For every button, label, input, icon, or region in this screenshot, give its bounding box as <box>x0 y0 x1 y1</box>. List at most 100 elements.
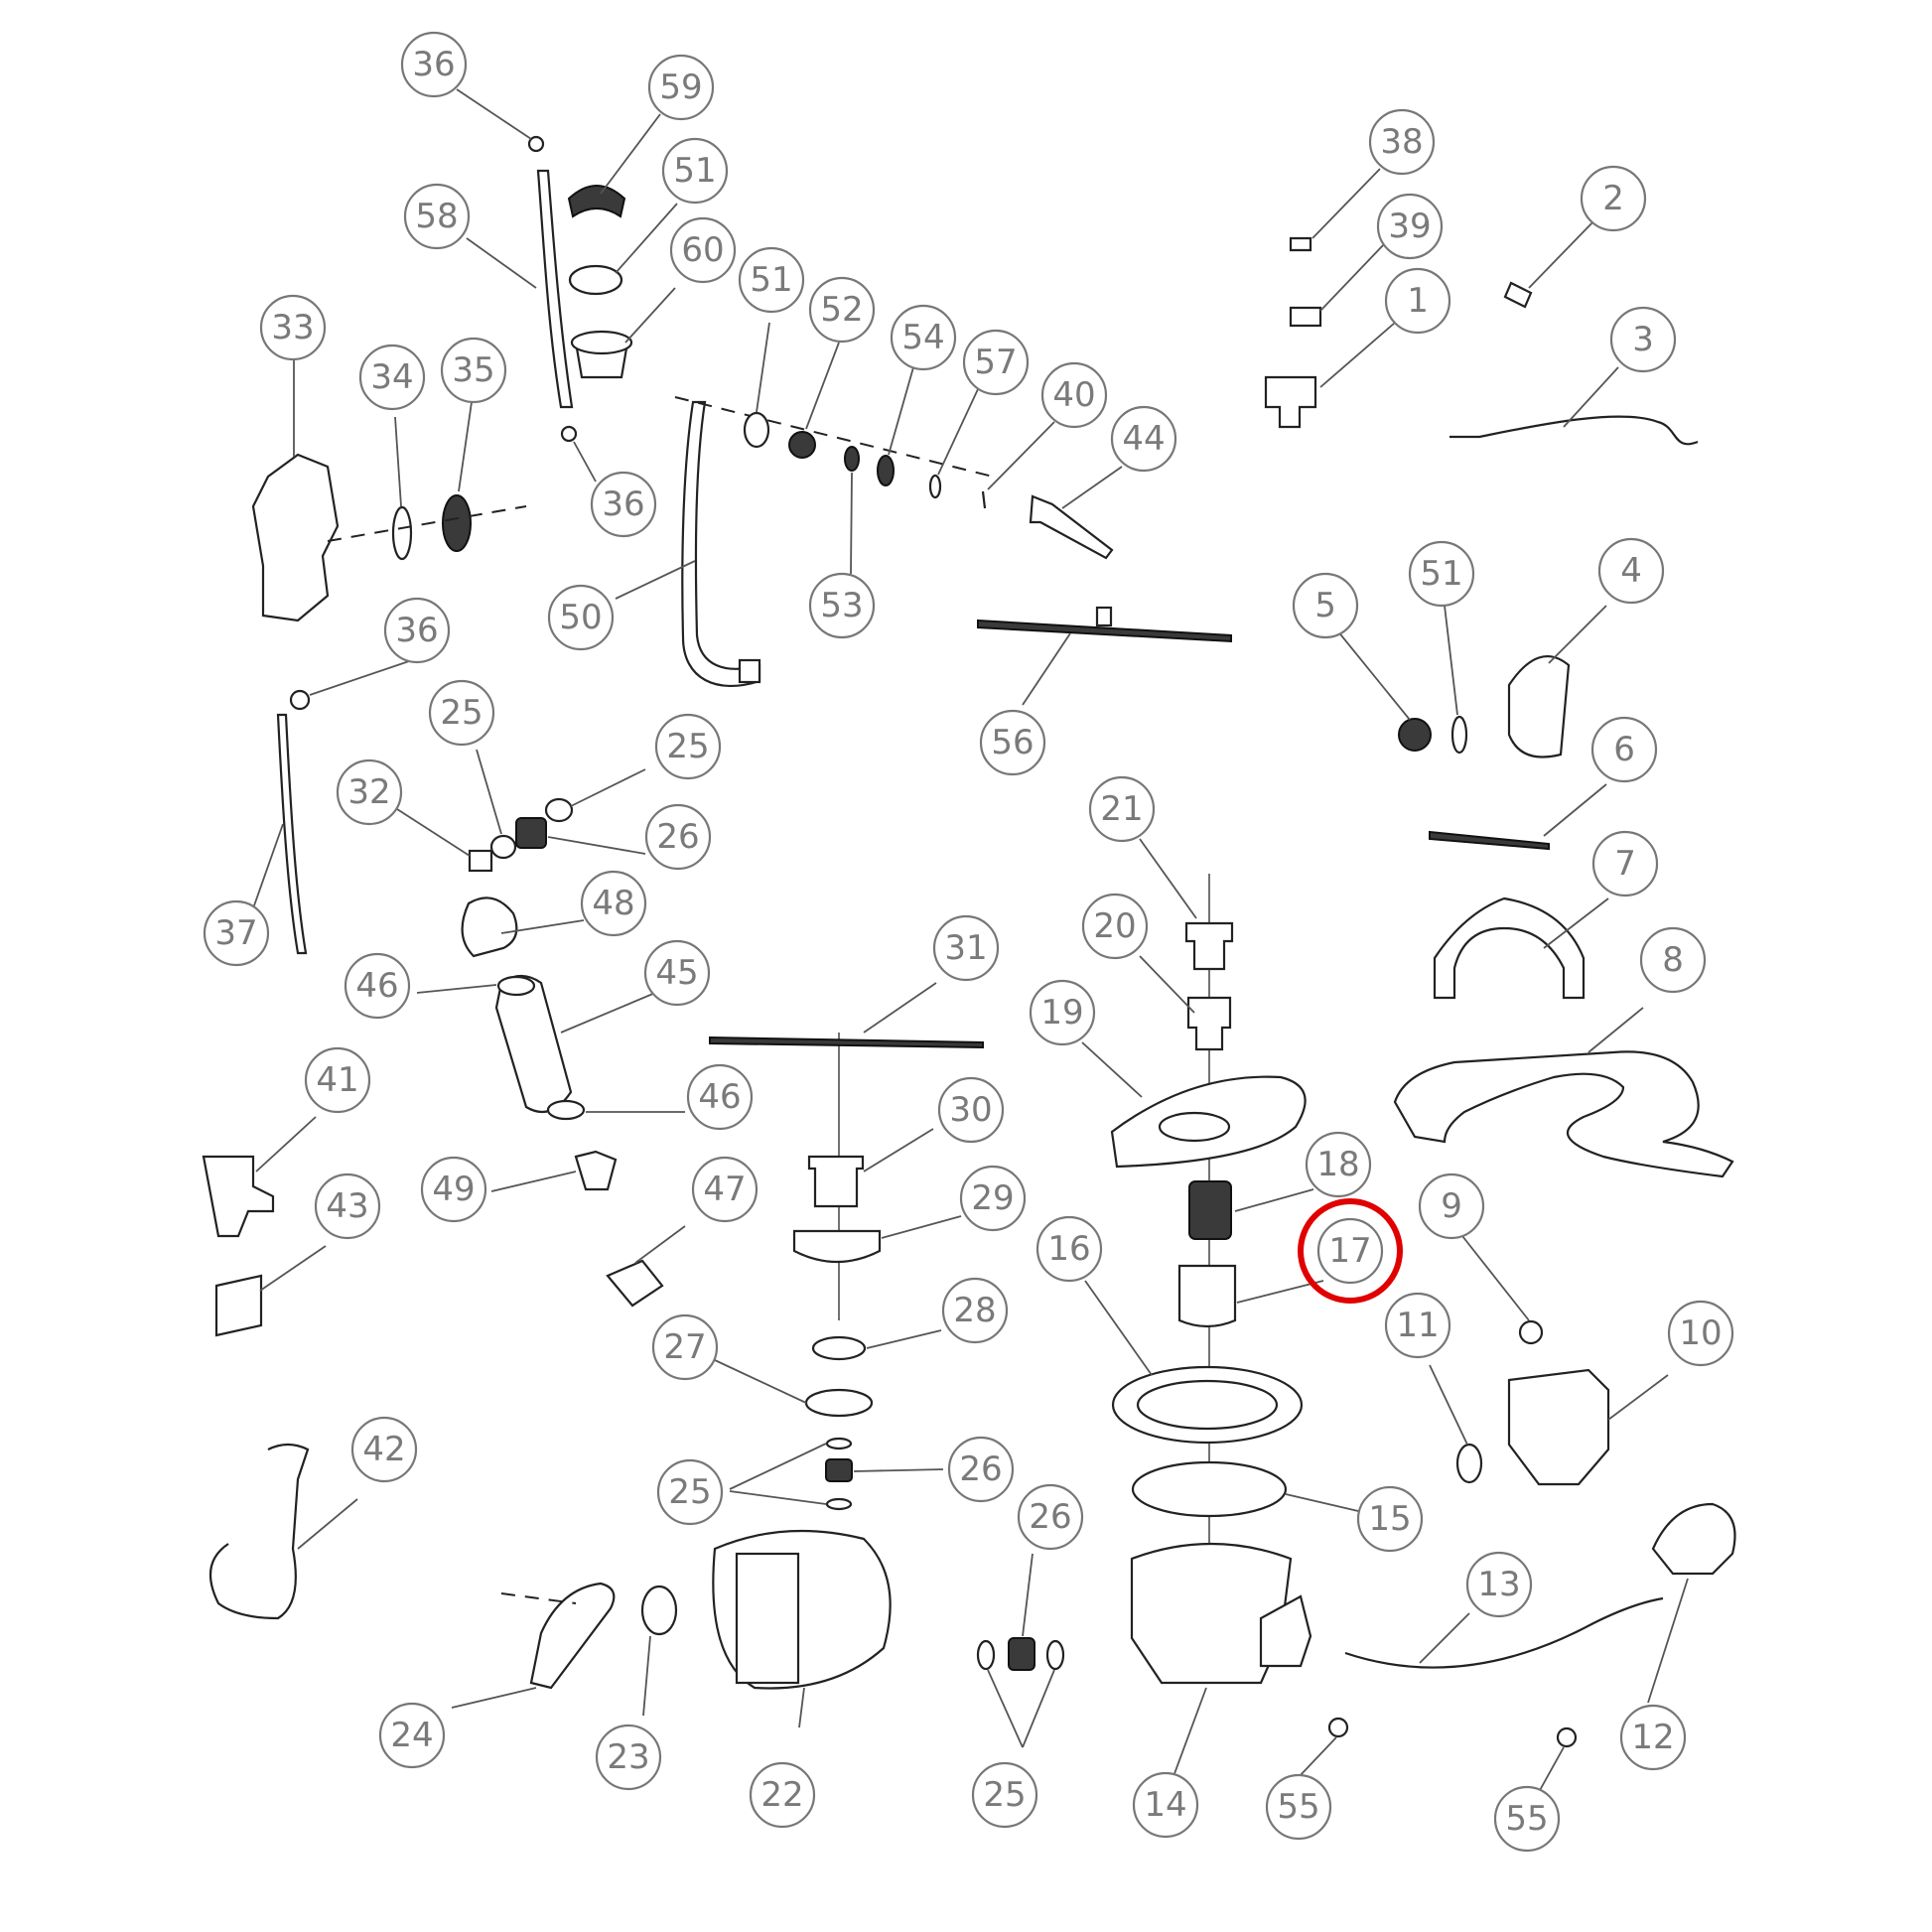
part-10-pump <box>1507 1368 1610 1486</box>
leader-37 <box>252 823 284 909</box>
callout-23[interactable]: 23 <box>595 1724 662 1791</box>
callout-22[interactable]: 22 <box>749 1761 816 1829</box>
callout-1[interactable]: 1 <box>1384 267 1451 335</box>
callout-25-d[interactable]: 25 <box>971 1761 1038 1829</box>
callout-50[interactable]: 50 <box>547 584 615 651</box>
callout-26-a[interactable]: 26 <box>644 803 712 871</box>
part-41-valve <box>202 1155 275 1238</box>
callout-15[interactable]: 15 <box>1356 1485 1424 1553</box>
callout-36-a[interactable]: 36 <box>400 31 468 98</box>
part-drawings <box>202 135 1736 1748</box>
leader-49 <box>490 1171 577 1192</box>
part-45-valve <box>494 974 573 1114</box>
callout-56[interactable]: 56 <box>979 709 1046 776</box>
callout-3[interactable]: 3 <box>1609 306 1677 373</box>
callout-55-b[interactable]: 55 <box>1493 1785 1561 1853</box>
callout-38[interactable]: 38 <box>1368 108 1436 176</box>
callout-47[interactable]: 47 <box>691 1156 759 1223</box>
callout-46-a[interactable]: 46 <box>344 952 411 1020</box>
leader-13 <box>1419 1612 1470 1664</box>
callout-19[interactable]: 19 <box>1029 979 1096 1046</box>
callout-31[interactable]: 31 <box>932 914 1000 982</box>
callout-11[interactable]: 11 <box>1384 1292 1451 1359</box>
callout-label-60: 60 <box>681 230 724 270</box>
part-47-connector <box>606 1259 664 1308</box>
callout-label-3: 3 <box>1632 320 1654 359</box>
callout-4[interactable]: 4 <box>1597 537 1665 605</box>
callout-6[interactable]: 6 <box>1590 716 1658 783</box>
callout-21[interactable]: 21 <box>1088 775 1156 843</box>
callout-44[interactable]: 44 <box>1110 405 1177 473</box>
callout-16[interactable]: 16 <box>1035 1215 1103 1283</box>
callout-5[interactable]: 5 <box>1292 572 1359 639</box>
callout-53[interactable]: 53 <box>808 572 876 639</box>
callout-label-14: 14 <box>1144 1785 1186 1825</box>
callout-label-42: 42 <box>362 1430 405 1469</box>
callout-9[interactable]: 9 <box>1418 1173 1485 1240</box>
callout-28[interactable]: 28 <box>941 1277 1009 1344</box>
callout-39[interactable]: 39 <box>1376 193 1444 260</box>
callout-12[interactable]: 12 <box>1619 1704 1687 1771</box>
callout-40[interactable]: 40 <box>1040 361 1108 429</box>
callout-34[interactable]: 34 <box>358 344 426 411</box>
callout-33[interactable]: 33 <box>259 294 327 361</box>
callout-label-39: 39 <box>1388 207 1431 246</box>
callout-26-c[interactable]: 26 <box>1017 1483 1084 1551</box>
callout-13[interactable]: 13 <box>1465 1551 1533 1618</box>
callout-2[interactable]: 2 <box>1580 165 1647 232</box>
callout-41[interactable]: 41 <box>304 1046 371 1114</box>
callout-8[interactable]: 8 <box>1639 926 1707 994</box>
callout-30[interactable]: 30 <box>937 1076 1005 1144</box>
callout-55-a[interactable]: 55 <box>1265 1773 1332 1841</box>
callout-36-c[interactable]: 36 <box>383 597 451 664</box>
callout-52[interactable]: 52 <box>808 276 876 344</box>
callout-25-b[interactable]: 25 <box>654 713 722 780</box>
leader-40 <box>987 421 1055 490</box>
callout-48[interactable]: 48 <box>580 870 647 937</box>
callout-46-b[interactable]: 46 <box>686 1063 754 1131</box>
leader-25-b <box>729 1490 827 1505</box>
callout-26-b[interactable]: 26 <box>947 1436 1015 1503</box>
callout-51-c[interactable]: 51 <box>1408 540 1475 608</box>
callout-45[interactable]: 45 <box>643 939 711 1007</box>
part-15-ring <box>1131 1460 1288 1518</box>
callout-label-37: 37 <box>214 913 257 953</box>
callout-43[interactable]: 43 <box>314 1173 381 1240</box>
callout-label-38: 38 <box>1380 122 1423 162</box>
part-56-spray-arm <box>977 619 1232 643</box>
callout-49[interactable]: 49 <box>420 1156 487 1223</box>
callout-label-29: 29 <box>971 1178 1014 1218</box>
part-6 <box>1429 830 1550 851</box>
callout-36-b[interactable]: 36 <box>590 471 657 538</box>
callout-25-a[interactable]: 25 <box>428 679 495 747</box>
callout-10[interactable]: 10 <box>1667 1300 1734 1367</box>
callout-32[interactable]: 32 <box>336 759 403 826</box>
callout-18[interactable]: 18 <box>1305 1131 1372 1198</box>
callout-20[interactable]: 20 <box>1081 893 1149 960</box>
callout-42[interactable]: 42 <box>350 1416 418 1483</box>
callout-24[interactable]: 24 <box>378 1702 446 1769</box>
callout-35[interactable]: 35 <box>440 337 507 404</box>
callout-54[interactable]: 54 <box>890 304 957 371</box>
callout-7[interactable]: 7 <box>1591 830 1659 897</box>
callout-label-58: 58 <box>415 197 458 236</box>
callout-29[interactable]: 29 <box>959 1165 1027 1232</box>
callout-label-44: 44 <box>1122 419 1165 459</box>
part-53-washer <box>844 446 860 472</box>
callout-51-a[interactable]: 51 <box>661 137 729 205</box>
callout-17[interactable]: 17 <box>1298 1198 1403 1304</box>
callout-60[interactable]: 60 <box>669 216 737 284</box>
part-55-clip-left <box>1327 1717 1349 1738</box>
callout-57[interactable]: 57 <box>962 329 1030 396</box>
callout-label-36-b: 36 <box>602 484 644 524</box>
callout-59[interactable]: 59 <box>647 54 715 121</box>
callout-14[interactable]: 14 <box>1132 1771 1199 1839</box>
callout-27[interactable]: 27 <box>651 1313 719 1381</box>
part-30-hub <box>807 1155 865 1208</box>
part-26-spring-lower <box>1008 1637 1035 1671</box>
callout-51-b[interactable]: 51 <box>738 246 805 314</box>
callout-25-c[interactable]: 25 <box>656 1458 724 1526</box>
callout-37[interactable]: 37 <box>203 899 270 967</box>
callout-58[interactable]: 58 <box>403 183 471 250</box>
leader-4 <box>1548 605 1607 664</box>
